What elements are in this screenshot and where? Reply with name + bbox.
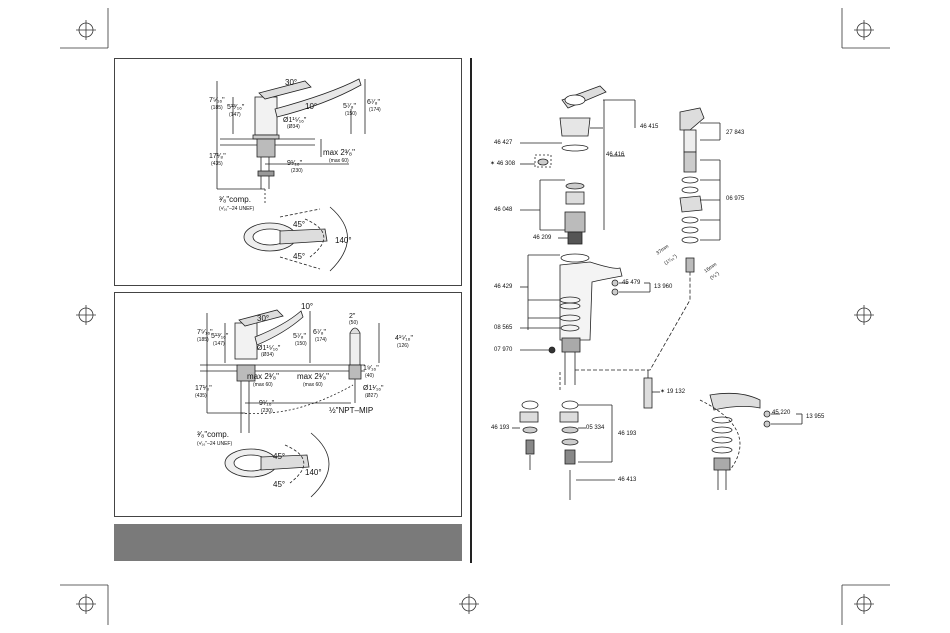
part-13955: 13 955: [806, 414, 825, 420]
part-27843: 27 843: [726, 130, 745, 136]
part-46427: 46 427: [494, 140, 513, 146]
part-46415: 46 415: [640, 124, 659, 130]
part-06975: 06 975: [726, 196, 745, 202]
spout-reach-2: 6⁷⁄₈": [367, 99, 380, 106]
height-total: 7⁵⁄₁₆": [209, 97, 225, 104]
spout-reach-2-b: 6⁷⁄₈": [313, 329, 326, 336]
compression: ³⁄₈"comp.: [219, 195, 251, 204]
part-46308: ✶ 46 308: [490, 161, 516, 167]
part-46048: 46 048: [494, 207, 513, 213]
spray-height-mm: (126): [397, 343, 409, 349]
height-total-b-mm: (185): [197, 337, 209, 343]
depth-mm: (435): [211, 161, 223, 167]
npt-thread: ½"NPT–MIP: [329, 406, 374, 415]
part-07970: 07 970: [494, 347, 513, 353]
reach-mm: (230): [291, 168, 303, 174]
angle-10-b: 10°: [301, 302, 314, 311]
unef-thread-b: (⁹⁄₁₆"–24 UNEF): [197, 441, 233, 447]
height-body: 5¹³⁄₁₆": [227, 104, 245, 111]
angle-45-bottom: 45°: [293, 252, 306, 261]
faucet-side-view: [216, 78, 366, 272]
reach: 9¹⁄₁₆": [287, 160, 303, 167]
angle-140-b: 140°: [305, 468, 322, 477]
compression-b: ³⁄₈"comp.: [197, 430, 229, 439]
diameter-mm: (Ø34): [287, 124, 300, 130]
faucet-sidespray-view: [200, 309, 380, 498]
column-divider: [470, 58, 472, 563]
grey-band: [114, 524, 462, 561]
angle-45-bottom-b: 45°: [273, 480, 286, 489]
height-total-b: 7⁵⁄₁₆": [197, 329, 213, 336]
max-thickness-1-mm: (max 60): [253, 382, 273, 388]
panel-with-sidespray: 10° 30° 2" (50) 7⁵⁄₁₆" (185) 5¹³⁄₁₆" (14…: [114, 292, 462, 517]
angle-140: 140°: [335, 236, 352, 245]
spray-diameter-mm: (Ø27): [365, 393, 378, 399]
angle-30: 30°: [285, 78, 298, 87]
width-2: 2": [349, 313, 356, 320]
max-thickness-2-mm: (max 60): [303, 382, 323, 388]
angle-30-b: 30°: [257, 314, 270, 323]
height-body-b: 5¹³⁄₁₆": [211, 333, 229, 340]
part-05334: 05 334: [586, 425, 605, 431]
max-thickness-2: max 2³⁄₈": [297, 372, 329, 381]
panel-single-hole: 30° 10° 7⁵⁄₁₆" (185) 5¹³⁄₁₆" (147) Ø1¹⁵⁄…: [114, 58, 462, 286]
width-2-mm: (50): [349, 320, 358, 326]
diameter: Ø1¹⁵⁄₁₆": [283, 117, 307, 124]
spout-reach-2-b-mm: (174): [315, 337, 327, 343]
spray-height: 4¹⁵⁄₁₆": [395, 335, 413, 342]
spout-reach-1-b: 5⁷⁄₈": [293, 333, 306, 340]
part-46193-left: 46 193: [491, 425, 510, 431]
unef-thread: (⁹⁄₁₆"–24 UNEF): [219, 206, 255, 212]
part-46193-right: 46 193: [618, 431, 637, 437]
spray-shank: 1⁹⁄₁₆": [363, 365, 379, 372]
depth-b-mm: (435): [195, 393, 207, 399]
spout-reach-1-b-mm: (150): [295, 341, 307, 347]
part-08565: 08 565: [494, 325, 513, 331]
part-46413: 46 413: [618, 477, 637, 483]
part-45479: 45 479: [622, 280, 641, 286]
spout-reach-1-mm: (150): [345, 111, 357, 117]
spray-diameter: Ø1¹⁄₁₆": [363, 385, 384, 392]
part-46429: 46 429: [494, 284, 513, 290]
diameter-b: Ø1¹⁵⁄₁₆": [257, 345, 281, 352]
spout-reach-1: 5⁷⁄₈": [343, 103, 356, 110]
angle-10: 10°: [305, 102, 318, 111]
part-46416: 46 416: [606, 152, 625, 158]
part-46209: 46 209: [533, 235, 552, 241]
part-45220: 45 220: [772, 410, 791, 416]
height-body-mm: (147): [229, 112, 241, 118]
max-thickness: max 2³⁄₈": [323, 148, 355, 157]
spray-shank-mm: (40): [365, 373, 374, 379]
max-thickness-mm: (max 60): [329, 158, 349, 164]
spout-reach-2-mm: (174): [369, 107, 381, 113]
angle-45-top: 45°: [293, 220, 306, 229]
part-13960: 13 960: [654, 284, 673, 290]
depth-b: 17¹⁄₈": [195, 385, 212, 392]
reach-b-mm: (230): [261, 408, 273, 414]
reach-b: 9¹⁄₁₆": [259, 400, 275, 407]
diameter-b-mm: (Ø34): [261, 352, 274, 358]
max-thickness-1: max 2³⁄₈": [247, 372, 279, 381]
angle-45-top-b: 45°: [273, 452, 286, 461]
height-body-b-mm: (147): [213, 341, 225, 347]
part-19132: ✶ 19 132: [660, 389, 686, 395]
depth: 17¹⁄₈": [209, 153, 226, 160]
height-total-mm: (185): [211, 105, 223, 111]
